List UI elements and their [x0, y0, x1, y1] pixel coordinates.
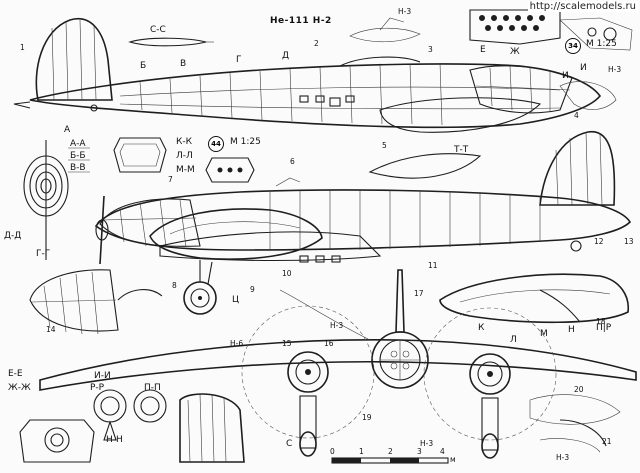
instrument-panel-detail	[469, 9, 633, 51]
station-a: А	[64, 125, 71, 135]
nacelle-detail	[439, 273, 629, 324]
callout-18: 18	[596, 317, 606, 326]
callout-19: 19	[362, 413, 372, 422]
station-v: В	[180, 59, 187, 69]
station-g: Г	[236, 55, 242, 65]
station-l: Л	[510, 335, 517, 345]
station-p-r: П|Р	[596, 323, 612, 333]
station-d: Д	[282, 51, 290, 61]
callout-13: 13	[624, 237, 634, 246]
side-view-mid	[94, 130, 632, 315]
section-ee-label: Е-Е	[8, 369, 23, 379]
callout-7: 7	[168, 175, 173, 184]
section-tt	[368, 153, 482, 179]
station-m: М	[540, 329, 548, 339]
watermark: http://scalemodels.ru	[527, 1, 638, 12]
callout-4: 4	[574, 111, 579, 120]
scale-badge-mid: 44	[208, 136, 224, 152]
station-b: Б	[140, 61, 147, 71]
scale-tick-0: 0	[330, 447, 335, 456]
callout-5: 5	[382, 141, 387, 150]
scale-unit: м	[450, 455, 456, 464]
section-pp-label: П-П	[144, 383, 161, 393]
section-ll-label: Л-Л	[176, 151, 193, 161]
callout-9: 9	[250, 285, 255, 294]
side-view-top	[13, 18, 602, 133]
section-bb-label: Б-Б	[70, 151, 86, 161]
station-s: С	[286, 439, 293, 449]
callout-2: 2	[314, 39, 319, 48]
scale-tick-3: 3	[417, 447, 422, 456]
station-i-nose: И	[580, 63, 587, 73]
callout-17: 17	[414, 289, 424, 298]
nose-detail	[29, 269, 163, 335]
station-k: К	[478, 323, 485, 333]
section-gg-label: Г-Г	[36, 249, 51, 259]
front-view	[39, 269, 637, 459]
section-vv-label: В-В	[70, 163, 86, 173]
detail-h3-top	[349, 17, 617, 110]
station-e: Е	[480, 45, 486, 55]
section-set-left	[23, 140, 90, 260]
scale-label-mid: M 1:25	[230, 137, 261, 147]
callout-20: 20	[574, 385, 584, 394]
scale-badge-top: 34	[565, 38, 581, 54]
station-i: И	[562, 71, 569, 81]
section-nn-label: Н-Н	[106, 435, 123, 445]
section-ii-label: И-И	[94, 371, 111, 381]
scale-bar	[331, 457, 449, 464]
detail-h3-label-a: Н-3	[398, 7, 412, 16]
drawing-title: He-111 H-2	[270, 16, 332, 26]
callout-11: 11	[428, 261, 438, 270]
scale-tick-2: 2	[388, 447, 393, 456]
section-dd-label: Д-Д	[4, 231, 22, 241]
section-mm-label: М-М	[176, 165, 195, 175]
section-rr-label: Р-Р	[90, 383, 105, 393]
callout-14: 14	[46, 325, 56, 334]
detail-h3-label-d: Н-3	[420, 439, 434, 448]
callout-16: 16	[324, 339, 334, 348]
detail-h3-label-b: Н-3	[608, 65, 622, 74]
scale-tick-1: 1	[359, 447, 364, 456]
section-zhzh-label: Ж-Ж	[8, 383, 31, 393]
station-zh: Ж	[510, 47, 520, 57]
detail-h3-label-e: Н-3	[556, 453, 570, 462]
callout-15: 15	[282, 339, 292, 348]
section-set-bottom-left	[19, 389, 245, 463]
station-ts: Ц	[232, 295, 239, 305]
detail-bottom-right	[529, 394, 621, 453]
scale-tick-4: 4	[440, 447, 445, 456]
section-cc-label: C-C	[150, 25, 166, 35]
section-tt-label: Т-Т	[454, 145, 469, 155]
callout-6: 6	[290, 157, 295, 166]
section-set-kk	[113, 137, 255, 183]
scale-label-top: M 1:25	[586, 39, 617, 49]
detail-h6-label: Н-6	[230, 339, 244, 348]
callout-12: 12	[594, 237, 604, 246]
callout-21: 21	[602, 437, 612, 446]
callout-3: 3	[428, 45, 433, 54]
callout-10: 10	[282, 269, 292, 278]
station-n: Н	[568, 325, 575, 335]
section-kk-label: К-К	[176, 137, 193, 147]
callout-1: 1	[20, 43, 25, 52]
detail-h3-label-c: Н-3	[330, 321, 344, 330]
callout-8: 8	[172, 281, 177, 290]
section-aa-label: А-А	[70, 139, 86, 149]
